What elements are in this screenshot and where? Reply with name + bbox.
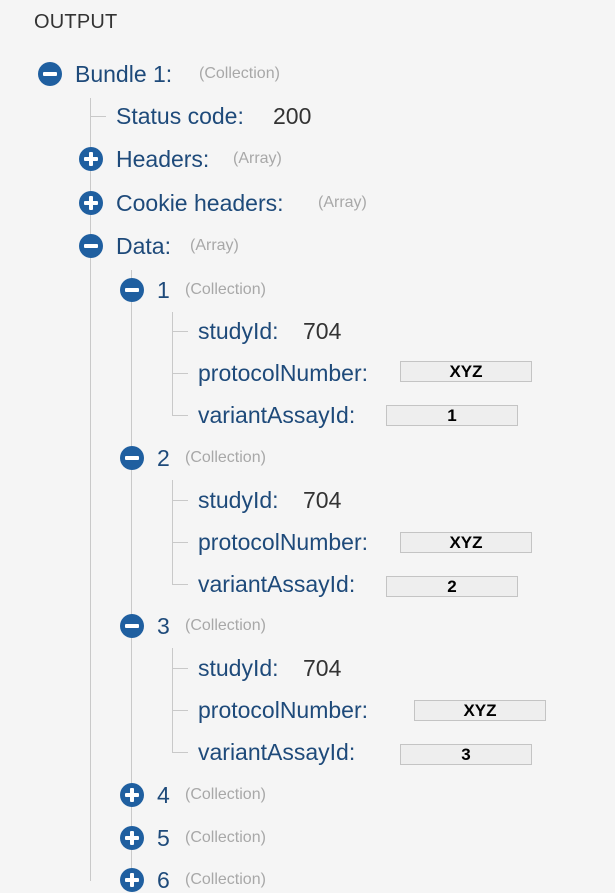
minus-circle-icon[interactable] <box>120 278 144 302</box>
status-code-key: Status code: <box>116 103 244 129</box>
tree-guide-item-3 <box>172 648 173 752</box>
tree-connector <box>172 668 188 669</box>
variant-assay-id-key: variantAssayId: <box>198 571 356 597</box>
item-index[interactable]: 1 <box>157 277 170 303</box>
protocol-number-key: protocolNumber: <box>198 697 369 723</box>
minus-circle-icon[interactable] <box>120 446 144 470</box>
tree-guide-bundle <box>90 98 91 881</box>
tree-connector <box>172 500 188 501</box>
protocol-number-key: protocolNumber: <box>198 360 369 386</box>
variant-assay-id-key: variantAssayId: <box>198 739 356 765</box>
minus-circle-icon[interactable] <box>79 234 103 258</box>
tree-connector <box>172 710 188 711</box>
item-type: (Collection) <box>185 786 266 803</box>
tree-connector-status <box>90 116 106 117</box>
protocol-number-value: XYZ <box>414 700 546 721</box>
plus-circle-icon[interactable] <box>120 783 144 807</box>
minus-circle-icon[interactable] <box>38 62 62 86</box>
headers-label[interactable]: Headers: <box>116 146 210 172</box>
study-id-value: 704 <box>303 487 342 513</box>
plus-circle-icon[interactable] <box>79 147 103 171</box>
tree-connector <box>172 331 188 332</box>
variant-assay-id-value: 3 <box>400 744 532 765</box>
cookie-headers-label[interactable]: Cookie headers: <box>116 190 284 216</box>
item-index[interactable]: 5 <box>157 825 170 851</box>
study-id-key: studyId: <box>198 318 279 344</box>
protocol-number-key: protocolNumber: <box>198 529 369 555</box>
item-type: (Collection) <box>185 871 266 888</box>
plus-circle-icon[interactable] <box>120 826 144 850</box>
headers-type: (Array) <box>233 150 282 167</box>
item-index[interactable]: 4 <box>157 782 170 808</box>
study-id-value: 704 <box>303 655 342 681</box>
item-type: (Collection) <box>185 449 266 466</box>
study-id-key: studyId: <box>198 487 279 513</box>
panel-title: OUTPUT <box>34 11 118 33</box>
tree-guide-item-1 <box>172 312 173 415</box>
tree-guide-item-2 <box>172 480 173 584</box>
tree-connector <box>172 542 188 543</box>
tree-connector <box>172 584 188 585</box>
item-index[interactable]: 6 <box>157 867 170 893</box>
study-id-value: 704 <box>303 318 342 344</box>
data-type: (Array) <box>190 237 239 254</box>
plus-circle-icon[interactable] <box>120 868 144 892</box>
item-index[interactable]: 2 <box>157 445 170 471</box>
protocol-number-value: XYZ <box>400 532 532 553</box>
item-type: (Collection) <box>185 829 266 846</box>
cookie-headers-type: (Array) <box>318 194 367 211</box>
data-label[interactable]: Data: <box>116 233 171 259</box>
bundle-type: (Collection) <box>199 65 280 82</box>
plus-circle-icon[interactable] <box>79 191 103 215</box>
item-index[interactable]: 3 <box>157 613 170 639</box>
tree-guide-data <box>131 270 132 881</box>
item-type: (Collection) <box>185 617 266 634</box>
minus-circle-icon[interactable] <box>120 614 144 638</box>
status-code-value: 200 <box>273 103 312 129</box>
item-type: (Collection) <box>185 281 266 298</box>
tree-connector <box>172 752 188 753</box>
variant-assay-id-value: 1 <box>386 405 518 426</box>
tree-connector <box>172 415 188 416</box>
variant-assay-id-value: 2 <box>386 576 518 597</box>
tree-connector <box>172 373 188 374</box>
bundle-label[interactable]: Bundle 1: <box>75 61 173 87</box>
protocol-number-value: XYZ <box>400 361 532 382</box>
variant-assay-id-key: variantAssayId: <box>198 402 356 428</box>
study-id-key: studyId: <box>198 655 279 681</box>
